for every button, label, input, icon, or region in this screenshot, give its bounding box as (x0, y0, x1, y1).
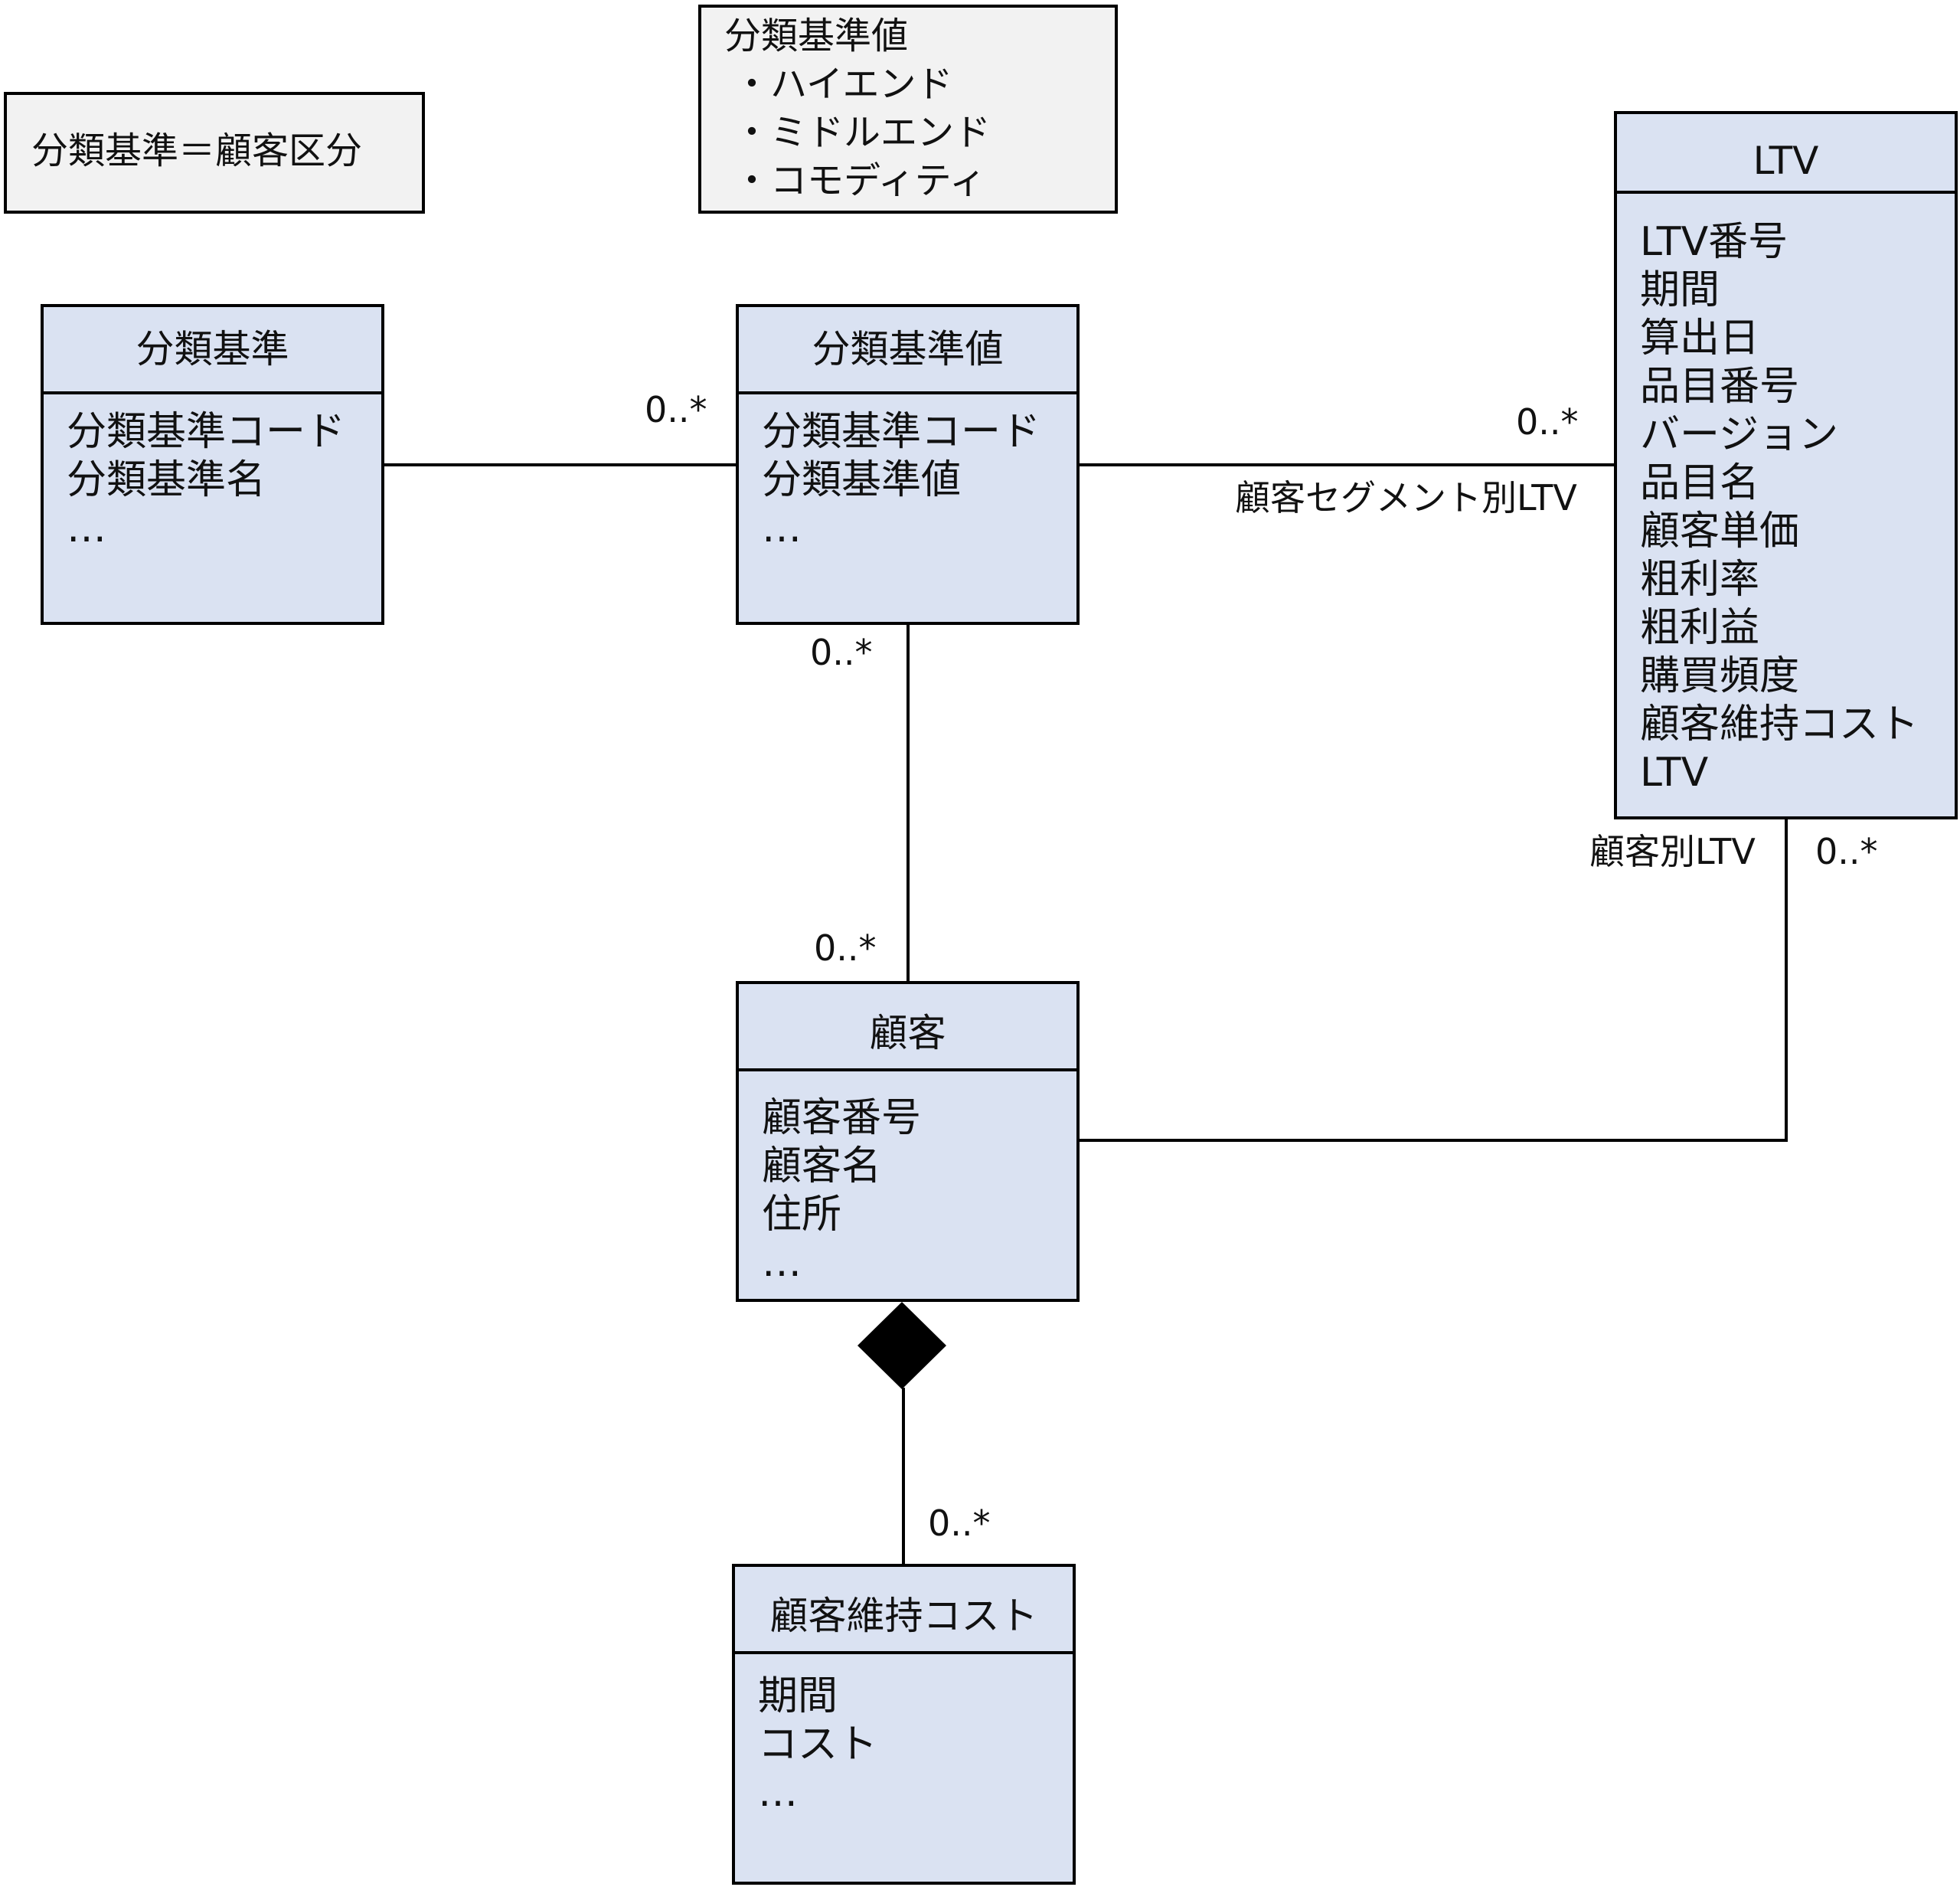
values-note-item: ・ハイエンド (733, 63, 953, 106)
class-attribute: 購買頻度 (1640, 653, 1800, 699)
class-title: LTV (1617, 114, 1955, 194)
class-attribute: 顧客維持コスト (1640, 701, 1919, 747)
class-attribute: 粗利率 (1640, 557, 1760, 603)
class-attribute: 期間 (1640, 267, 1720, 313)
class-attribute: 品目番号 (1640, 364, 1800, 410)
multiplicity-label: 0..* (645, 389, 707, 430)
class-attribute: 住所 (762, 1192, 842, 1238)
class-attribute: LTV番号 (1640, 219, 1788, 265)
class-attribute: 粗利益 (1640, 605, 1760, 651)
class-attribute: 分類基準コード (67, 409, 346, 455)
values-note-item: ・コモディティ (733, 159, 986, 202)
class-attribute: 分類基準名 (67, 457, 266, 503)
class-attributes: 期間 コスト … (735, 1654, 1073, 1817)
class-attributes: 顧客番号 顧客名 住所 … (739, 1071, 1076, 1287)
multiplicity-label: 0..* (814, 927, 877, 969)
class-attribute: 分類基準値 (762, 457, 962, 503)
criteria-note: 分類基準＝顧客区分 (4, 92, 425, 214)
class-criterion-value[interactable]: 分類基準値 分類基準コード 分類基準値 … (736, 304, 1080, 625)
criteria-note-text: 分類基準＝顧客区分 (31, 129, 363, 172)
class-title: 分類基準値 (739, 307, 1076, 394)
composition-diamond-icon (858, 1302, 946, 1389)
class-ltv[interactable]: LTV LTV番号 期間 算出日 品目番号 バージョン 品目名 顧客単価 粗利率… (1614, 111, 1958, 819)
class-title: 分類基準 (44, 307, 381, 394)
class-attribute: LTV (1640, 750, 1709, 796)
multiplicity-label: 0..* (928, 1503, 991, 1544)
class-title: 顧客維持コスト (735, 1567, 1073, 1654)
class-attribute: … (762, 1240, 802, 1286)
class-attributes: 分類基準コード 分類基準値 … (739, 394, 1076, 553)
class-attribute: 顧客単価 (1640, 509, 1800, 554)
class-attribute: … (758, 1770, 798, 1816)
values-note-title: 分類基準値 (724, 15, 909, 57)
multiplicity-label: 0..* (1815, 831, 1878, 872)
class-attribute: 品目名 (1640, 460, 1760, 506)
class-attributes: 分類基準コード 分類基準名 … (44, 394, 381, 553)
class-attribute: … (67, 505, 106, 551)
values-note-item: ・ミドルエンド (733, 111, 991, 154)
association-name-label: 顧客セグメント別LTV (1235, 477, 1577, 518)
class-attribute: コスト (758, 1722, 878, 1768)
customer-to-ltv-line (1079, 819, 1788, 1142)
multiplicity-label: 0..* (1516, 401, 1579, 443)
class-criterion[interactable]: 分類基準 分類基準コード 分類基準名 … (41, 304, 384, 625)
values-note: 分類基準値 ・ハイエンド ・ミドルエンド ・コモディティ (698, 5, 1118, 214)
class-retention-cost[interactable]: 顧客維持コスト 期間 コスト … (732, 1564, 1076, 1885)
class-title: 顧客 (739, 984, 1076, 1071)
class-attribute: … (762, 505, 802, 551)
class-attribute: 算出日 (1640, 316, 1760, 361)
association-name-label: 顧客別LTV (1589, 831, 1756, 872)
class-attributes: LTV番号 期間 算出日 品目番号 バージョン 品目名 顧客単価 粗利率 粗利益… (1617, 194, 1955, 797)
class-attribute: 顧客名 (762, 1143, 882, 1189)
multiplicity-label: 0..* (810, 632, 873, 673)
class-attribute: バージョン (1640, 412, 1838, 458)
class-customer[interactable]: 顧客 顧客番号 顧客名 住所 … (736, 981, 1080, 1302)
class-attribute: 顧客番号 (762, 1095, 922, 1141)
class-attribute: 期間 (758, 1673, 838, 1719)
class-attribute: 分類基準コード (762, 409, 1041, 455)
